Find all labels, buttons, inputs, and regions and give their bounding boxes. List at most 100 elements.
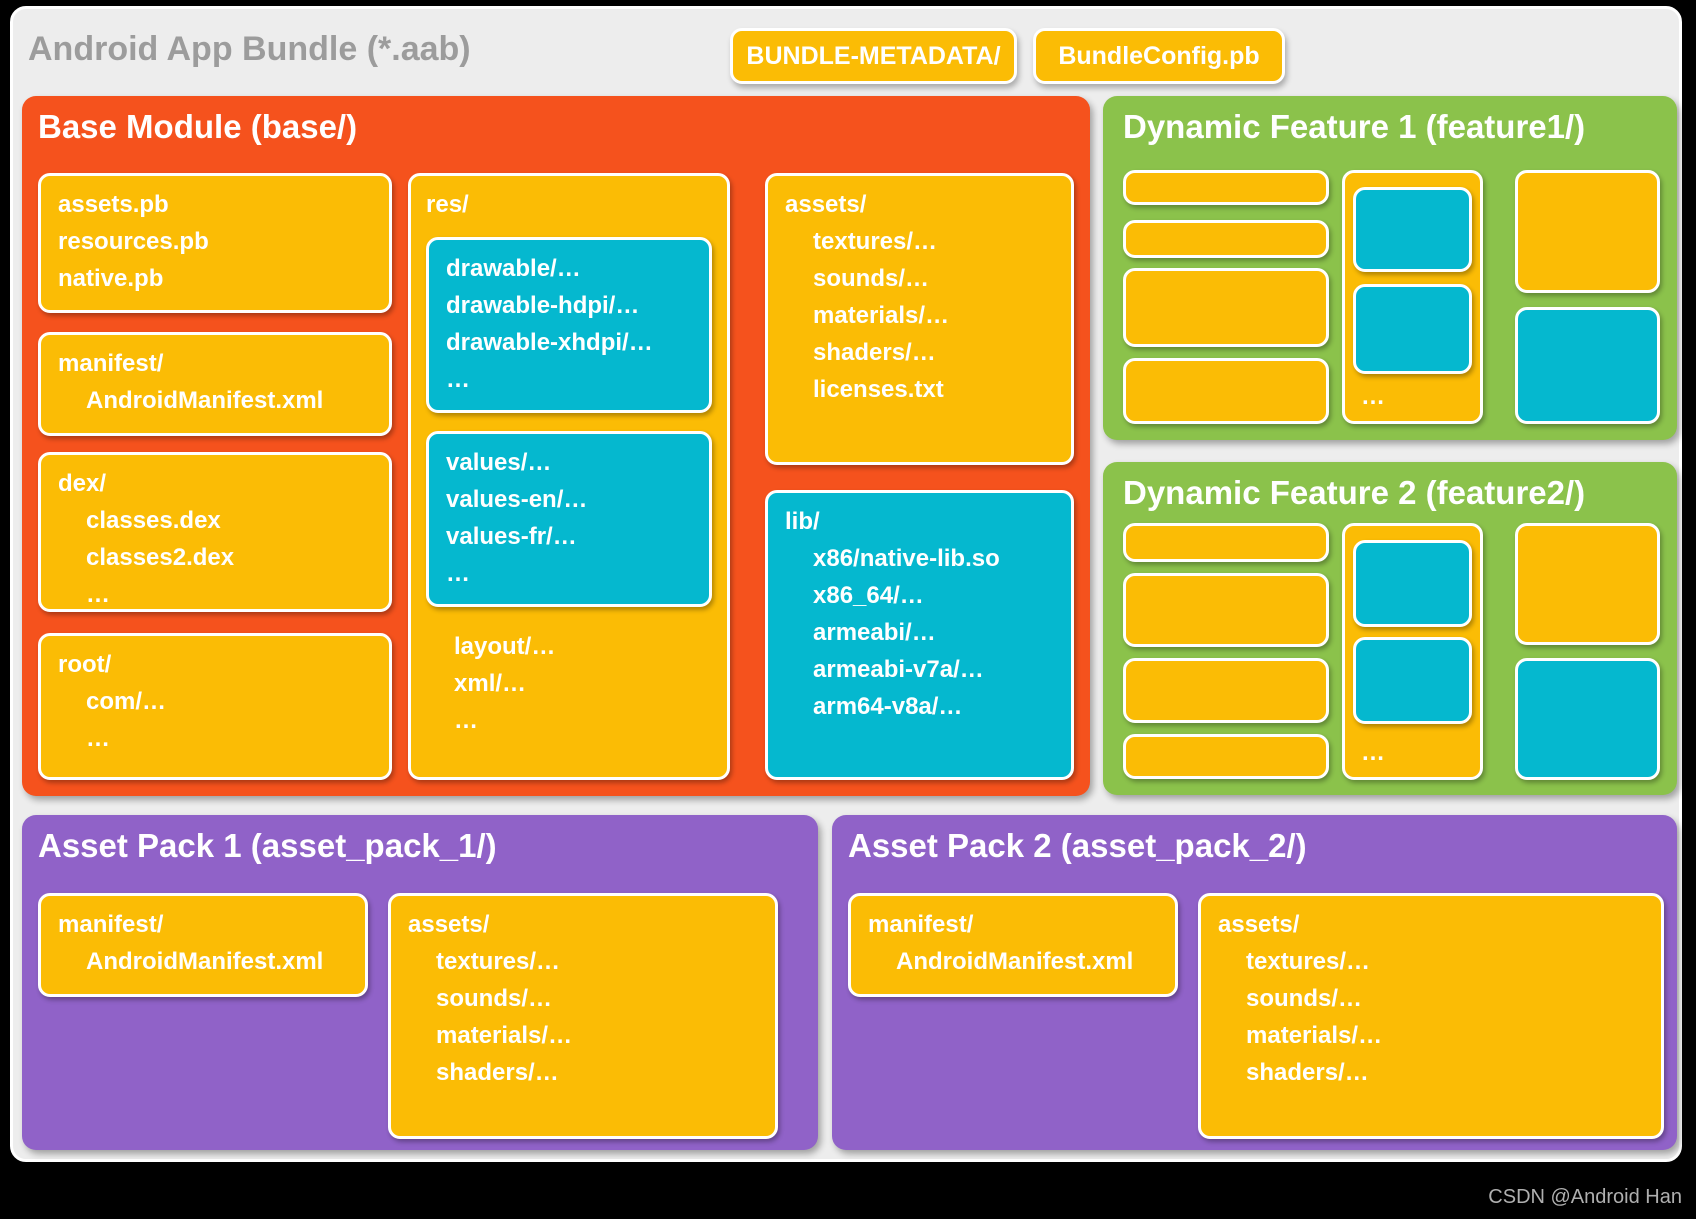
ellipsis: … <box>446 366 470 393</box>
bundle-config-label: BundleConfig.pb <box>1058 41 1260 70</box>
folder-entry: manifest/ <box>58 911 164 938</box>
placeholder-box <box>1515 523 1660 645</box>
folder-entry: layout/… <box>454 633 556 660</box>
folder-entry: arm64-v8a/… <box>813 693 963 720</box>
assets-box: assets/ textures/… sounds/… materials/… … <box>765 173 1074 465</box>
folder-entry: xml/… <box>454 670 527 697</box>
file-entry: AndroidManifest.xml <box>86 948 324 975</box>
base-module-title: Base Module (base/) <box>38 108 358 145</box>
folder-entry: drawable-xhdpi/… <box>446 329 653 356</box>
file-entry: native.pb <box>58 265 164 292</box>
root-box: root/ com/… … <box>38 633 392 780</box>
ellipsis: … <box>86 581 110 608</box>
bundle-metadata-chip: BUNDLE-METADATA/ <box>730 28 1017 84</box>
placeholder-box <box>1353 187 1472 272</box>
placeholder-box <box>1123 658 1329 723</box>
dynamic-feature-1-panel: Dynamic Feature 1 (feature1/) … <box>1103 96 1677 440</box>
folder-entry: com/… <box>86 688 167 715</box>
placeholder-box <box>1353 284 1472 374</box>
folder-entry: values/… <box>446 449 552 476</box>
folder-entry: assets/ <box>1218 911 1300 938</box>
folder-entry: assets/ <box>785 191 867 218</box>
asset-pack-1-title: Asset Pack 1 (asset_pack_1/) <box>38 827 497 864</box>
folder-entry: root/ <box>58 651 112 678</box>
file-entry: assets.pb <box>58 191 169 218</box>
folder-entry: dex/ <box>58 470 107 497</box>
folder-entry: res/ <box>426 191 469 218</box>
folder-entry: lib/ <box>785 508 820 535</box>
folder-entry: shaders/… <box>1246 1059 1369 1086</box>
folder-entry: sounds/… <box>813 265 930 292</box>
res-box: res/ drawable/… drawable-hdpi/… drawable… <box>408 173 730 780</box>
ellipsis: … <box>86 725 110 752</box>
folder-entry: materials/… <box>1246 1022 1383 1049</box>
folder-entry: textures/… <box>1246 948 1371 975</box>
folder-entry: materials/… <box>813 302 950 329</box>
placeholder-box <box>1353 540 1472 627</box>
file-entry: AndroidManifest.xml <box>896 948 1134 975</box>
dex-box: dex/ classes.dex classes2.dex … <box>38 452 392 612</box>
folder-entry: drawable-hdpi/… <box>446 292 640 319</box>
placeholder-box <box>1123 170 1329 205</box>
file-entry: x86/native-lib.so <box>813 545 1000 572</box>
bundle-metadata-label: BUNDLE-METADATA/ <box>746 41 1001 70</box>
placeholder-box <box>1123 523 1329 562</box>
file-entry: classes.dex <box>86 507 221 534</box>
dynamic-feature-1-title: Dynamic Feature 1 (feature1/) <box>1123 108 1586 145</box>
dynamic-feature-2-panel: Dynamic Feature 2 (feature2/) … <box>1103 462 1677 795</box>
asset-pack-2-title: Asset Pack 2 (asset_pack_2/) <box>848 827 1307 864</box>
placeholder-box <box>1515 170 1660 293</box>
placeholder-container: … <box>1342 170 1483 424</box>
file-entry: licenses.txt <box>813 376 944 403</box>
file-entry: classes2.dex <box>86 544 235 571</box>
asset-pack-2-panel: Asset Pack 2 (asset_pack_2/) manifest/ A… <box>832 815 1677 1150</box>
folder-entry: shaders/… <box>436 1059 559 1086</box>
assets-box: assets/ textures/… sounds/… materials/… … <box>1198 893 1664 1139</box>
values-box: values/… values-en/… values-fr/… … <box>426 431 712 607</box>
folder-entry: manifest/ <box>868 911 974 938</box>
placeholder-box <box>1515 307 1660 424</box>
folder-entry: armeabi-v7a/… <box>813 656 984 683</box>
ellipsis: … <box>454 707 478 734</box>
dynamic-feature-2-title: Dynamic Feature 2 (feature2/) <box>1123 474 1586 511</box>
placeholder-box <box>1515 658 1660 780</box>
drawable-box: drawable/… drawable-hdpi/… drawable-xhdp… <box>426 237 712 413</box>
file-entry: resources.pb <box>58 228 209 255</box>
folder-entry: drawable/… <box>446 255 581 282</box>
file-entry: AndroidManifest.xml <box>86 387 324 414</box>
lib-box: lib/ x86/native-lib.so x86_64/… armeabi/… <box>765 490 1074 780</box>
ellipsis: … <box>1361 383 1385 410</box>
folder-entry: armeabi/… <box>813 619 936 646</box>
folder-entry: sounds/… <box>436 985 553 1012</box>
folder-entry: x86_64/… <box>813 582 924 609</box>
placeholder-box <box>1123 220 1329 258</box>
manifest-box: manifest/ AndroidManifest.xml <box>38 893 368 997</box>
folder-entry: shaders/… <box>813 339 936 366</box>
ellipsis: … <box>446 560 470 587</box>
placeholder-box <box>1123 358 1329 424</box>
ellipsis: … <box>1361 739 1385 766</box>
manifest-box: manifest/ AndroidManifest.xml <box>848 893 1178 997</box>
pb-files-box: assets.pb resources.pb native.pb <box>38 173 392 313</box>
placeholder-box <box>1123 573 1329 647</box>
page-title: Android App Bundle (*.aab) <box>28 30 471 68</box>
folder-entry: materials/… <box>436 1022 573 1049</box>
placeholder-box <box>1123 734 1329 779</box>
manifest-box: manifest/ AndroidManifest.xml <box>38 332 392 436</box>
folder-entry: textures/… <box>436 948 561 975</box>
folder-entry: assets/ <box>408 911 490 938</box>
folder-entry: manifest/ <box>58 350 164 377</box>
placeholder-container: … <box>1342 523 1483 780</box>
assets-box: assets/ textures/… sounds/… materials/… … <box>388 893 778 1139</box>
asset-pack-1-panel: Asset Pack 1 (asset_pack_1/) manifest/ A… <box>22 815 818 1150</box>
base-module-panel: Base Module (base/) assets.pb resources.… <box>22 96 1090 796</box>
placeholder-box <box>1353 637 1472 724</box>
folder-entry: textures/… <box>813 228 938 255</box>
folder-entry: values-fr/… <box>446 523 577 550</box>
res-tail-entries: layout/… xml/… … <box>426 628 555 739</box>
folder-entry: values-en/… <box>446 486 588 513</box>
placeholder-box <box>1123 268 1329 347</box>
bundle-config-chip: BundleConfig.pb <box>1033 28 1285 84</box>
watermark: CSDN @Android Han <box>1488 1186 1682 1208</box>
folder-entry: sounds/… <box>1246 985 1363 1012</box>
